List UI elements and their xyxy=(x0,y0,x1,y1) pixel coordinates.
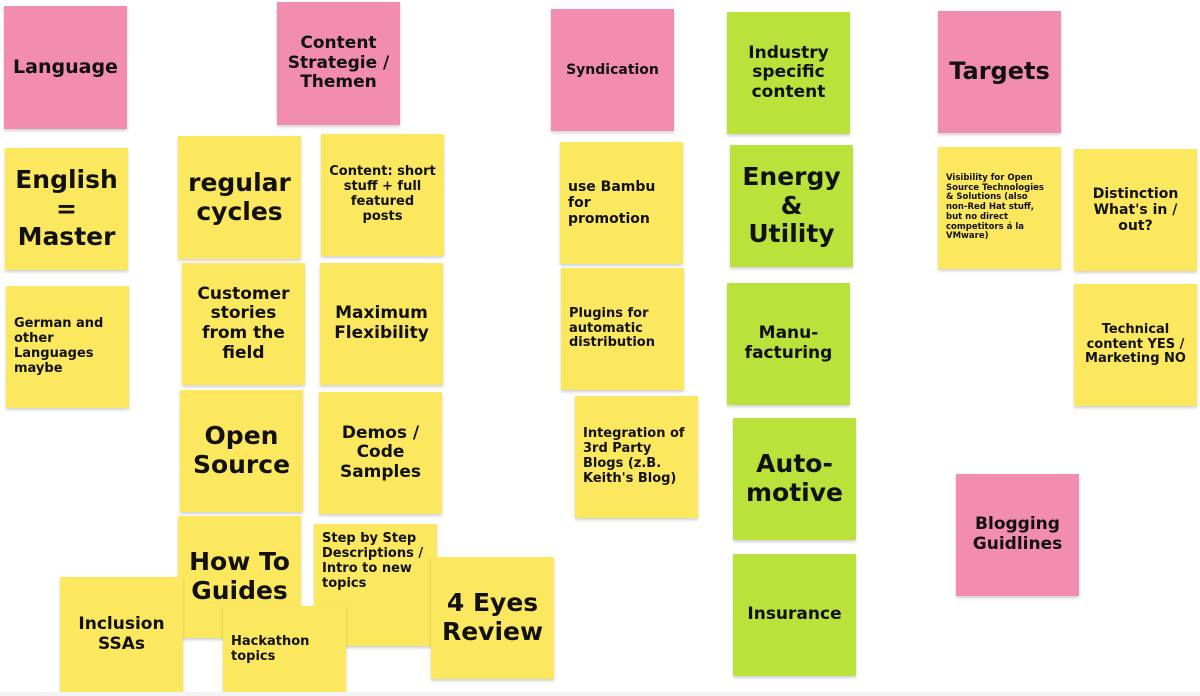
note-syndication[interactable]: Syndication xyxy=(551,9,674,131)
note-energy-utility[interactable]: Energy & Utility xyxy=(730,145,853,267)
note-industry-specific-content[interactable]: Industry specific content xyxy=(727,12,850,134)
note-plugins-distribution[interactable]: Plugins for automatic distribution xyxy=(561,268,684,390)
note-maximum-flexibility[interactable]: Maximum Flexibility xyxy=(320,263,443,385)
note-demos-code-samples[interactable]: Demos / Code Samples xyxy=(319,392,442,514)
note-regular-cycles[interactable]: regular cycles xyxy=(178,136,301,259)
note-english-master[interactable]: English = Master xyxy=(5,148,128,270)
note-distinction[interactable]: Distinction What's in / out? xyxy=(1074,149,1197,271)
note-use-bambu[interactable]: use Bambu for promotion xyxy=(560,142,683,264)
note-automotive[interactable]: Auto- motive xyxy=(733,418,856,540)
note-hackathon-topics[interactable]: Hackathon topics xyxy=(223,606,346,694)
note-technical-content[interactable]: Technical content YES / Marketing NO xyxy=(1074,284,1197,406)
note-content-strategie[interactable]: Content Strategie / Themen xyxy=(277,2,400,125)
note-inclusion-ssas[interactable]: Inclusion SSAs xyxy=(60,577,183,693)
note-insurance[interactable]: Insurance xyxy=(733,554,856,676)
note-visibility-open-source[interactable]: Visibility for Open Source Technologies … xyxy=(938,147,1061,269)
note-open-source[interactable]: Open Source xyxy=(180,390,303,512)
note-blogging-guidelines[interactable]: Blogging Guidlines xyxy=(956,474,1079,596)
note-customer-stories[interactable]: Customer stories from the field xyxy=(182,263,305,385)
canvas-bottom-edge xyxy=(0,692,1200,696)
note-german-languages[interactable]: German and other Languages maybe xyxy=(6,286,129,408)
note-language[interactable]: Language xyxy=(4,6,127,129)
note-targets[interactable]: Targets xyxy=(938,11,1061,133)
note-four-eyes-review[interactable]: 4 Eyes Review xyxy=(431,557,554,679)
note-manufacturing[interactable]: Manu- facturing xyxy=(727,283,850,405)
note-content-short-stuff[interactable]: Content: short stuff + full featured pos… xyxy=(321,134,444,256)
note-integration-3rd-party[interactable]: Integration of 3rd Party Blogs (z.B. Kei… xyxy=(575,396,698,518)
